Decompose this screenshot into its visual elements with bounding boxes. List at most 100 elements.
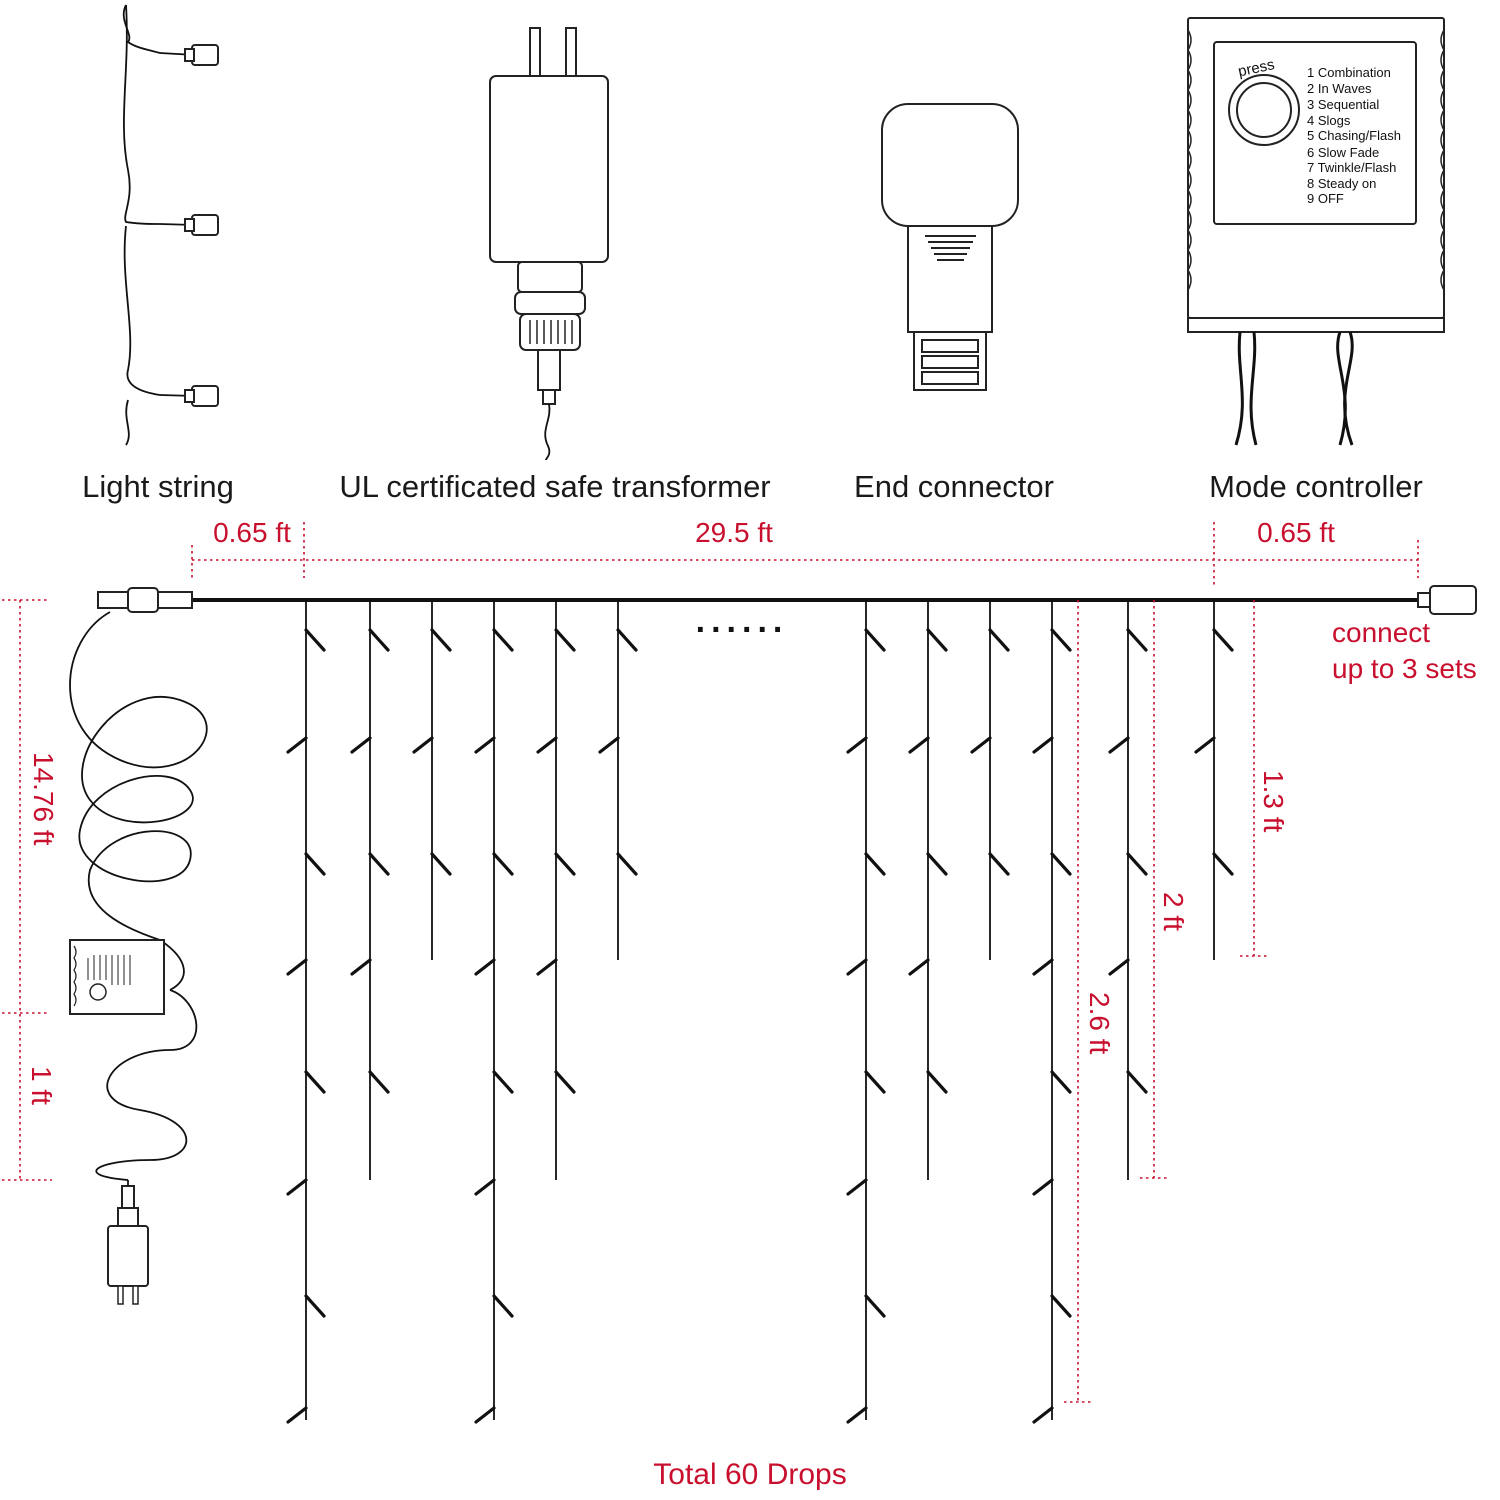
dim-lead-right: 0.65 ft: [1257, 517, 1335, 548]
mode-item: 9 OFF: [1307, 191, 1344, 206]
mode-controller-icon: press 1 Combination 2 In Waves 3 Sequent…: [1187, 17, 1445, 446]
led-bulb: [286, 1178, 308, 1196]
mode-item: 1 Combination: [1307, 65, 1391, 80]
led-bulb: [846, 1406, 868, 1424]
ellipsis: ......: [696, 602, 789, 640]
led-bulb: [1126, 628, 1148, 652]
dim-drop-mid: 2 ft: [1158, 892, 1189, 931]
plug-icon: [107, 1185, 149, 1305]
led-bulb: [304, 1070, 326, 1094]
led-bulb: [864, 628, 886, 652]
mode-item: 2 In Waves: [1307, 81, 1372, 96]
connect-note-line2: up to 3 sets: [1332, 653, 1477, 684]
led-bulb: [1032, 958, 1054, 976]
led-bulb: [554, 852, 576, 876]
dim-cord-length: 14.76 ft: [28, 752, 59, 846]
led-bulb: [1032, 736, 1054, 754]
connect-note-line1: connect: [1332, 617, 1430, 648]
light-string-icon: [122, 4, 219, 446]
led-bulb: [474, 958, 496, 976]
led-bulb: [926, 628, 948, 652]
led-bulb: [286, 736, 308, 754]
led-bulb: [1212, 628, 1234, 652]
led-bulb: [474, 1406, 496, 1424]
led-bulb: [430, 852, 452, 876]
mode-item: 3 Sequential: [1307, 97, 1379, 112]
dim-cord-lower: 1 ft: [26, 1066, 57, 1105]
mode-item: 6 Slow Fade: [1307, 145, 1379, 160]
label-end-connector: End connector: [854, 469, 1054, 504]
total-drops: Total 60 Drops: [653, 1458, 846, 1491]
mode-item: 7 Twinkle/Flash: [1307, 160, 1396, 175]
led-bulb: [536, 736, 558, 754]
led-bulb: [1050, 852, 1072, 876]
led-bulb: [1050, 1294, 1072, 1318]
led-bulb: [908, 736, 930, 754]
end-connector-icon: [881, 103, 1019, 391]
led-bulb: [846, 958, 868, 976]
mode-item: 5 Chasing/Flash: [1307, 128, 1401, 143]
led-bulb: [908, 958, 930, 976]
led-bulb: [1050, 628, 1072, 652]
led-bulb: [970, 736, 992, 754]
led-bulb: [988, 852, 1010, 876]
led-bulb: [554, 1070, 576, 1094]
led-bulb: [474, 1178, 496, 1196]
led-bulb: [926, 1070, 948, 1094]
led-bulb: [1032, 1178, 1054, 1196]
led-bulb: [1050, 1070, 1072, 1094]
led-bulb: [368, 852, 390, 876]
label-transformer: UL certificated safe transformer: [339, 469, 770, 504]
transformer-icon: [489, 27, 609, 461]
led-bulb: [1126, 1070, 1148, 1094]
dim-drop-short: 1.3 ft: [1258, 770, 1289, 832]
led-bulb: [350, 736, 372, 754]
led-bulb: [368, 628, 390, 652]
led-bulb: [304, 628, 326, 652]
led-bulb: [304, 852, 326, 876]
label-mode-controller: Mode controller: [1209, 469, 1423, 504]
dim-main-length: 29.5 ft: [695, 517, 773, 548]
led-bulb: [492, 1294, 514, 1318]
led-bulb: [988, 628, 1010, 652]
led-bulb: [286, 1406, 308, 1424]
led-bulb: [536, 958, 558, 976]
led-bulb: [1108, 958, 1130, 976]
led-bulb: [1212, 852, 1234, 876]
led-bulb: [1032, 1406, 1054, 1424]
mode-list: 1 Combination 2 In Waves 3 Sequential 4 …: [1307, 65, 1401, 206]
mode-item: 4 Slogs: [1307, 113, 1351, 128]
led-bulb: [350, 958, 372, 976]
power-cord: [69, 611, 208, 1198]
led-bulb: [492, 852, 514, 876]
drop-dimensions: 1.3 ft 2 ft 2.6 ft: [1064, 600, 1289, 1403]
led-bulb: [286, 958, 308, 976]
icicle-drops: [286, 600, 1234, 1424]
led-bulb: [864, 1294, 886, 1318]
mini-controller-icon: [69, 939, 165, 1015]
led-bulb: [554, 628, 576, 652]
dim-drop-long: 2.6 ft: [1084, 992, 1115, 1054]
led-bulb: [474, 736, 496, 754]
mode-item: 8 Steady on: [1307, 176, 1376, 191]
led-bulb: [598, 736, 620, 754]
led-bulb: [492, 628, 514, 652]
led-bulb: [864, 852, 886, 876]
led-bulb: [926, 852, 948, 876]
label-light-string: Light string: [82, 469, 234, 504]
led-bulb: [492, 1070, 514, 1094]
dim-lead-left: 0.65 ft: [213, 517, 291, 548]
led-bulb: [1108, 736, 1130, 754]
led-bulb: [616, 852, 638, 876]
led-bulb: [1194, 736, 1216, 754]
horizontal-dimensions: 0.65 ft 29.5 ft 0.65 ft: [191, 517, 1419, 585]
led-bulb: [616, 628, 638, 652]
led-bulb: [1126, 852, 1148, 876]
led-bulb: [864, 1070, 886, 1094]
led-bulb: [430, 628, 452, 652]
cord-dimensions: 14.76 ft 1 ft: [2, 599, 59, 1181]
led-bulb: [412, 736, 434, 754]
led-bulb: [846, 1178, 868, 1196]
